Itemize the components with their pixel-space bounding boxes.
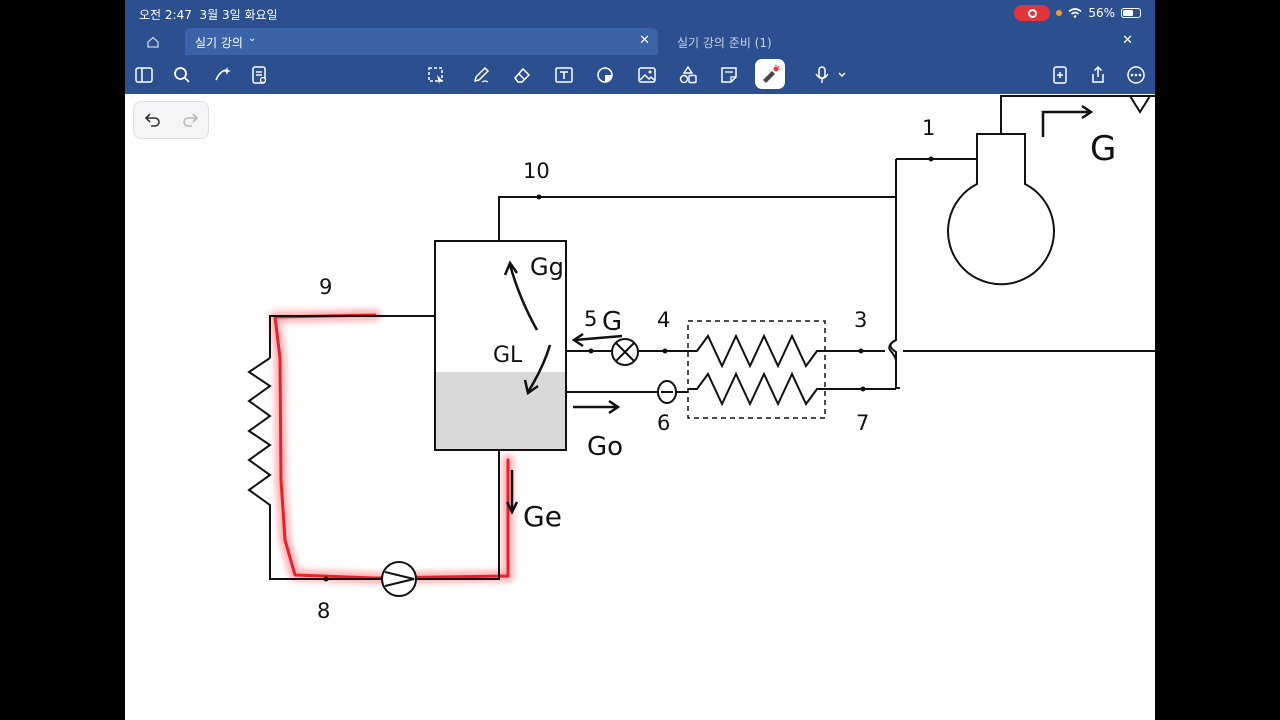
ipad-screen: 오전 2:47 3월 3일 화요일 56% 실기 강의 ⌄ ✕ 실기 강의 준비… <box>125 0 1155 720</box>
check-valve-icon <box>657 380 677 404</box>
label-point-10: 10 <box>523 159 550 183</box>
label-flow-ge: Ge <box>523 500 562 533</box>
add-page-icon[interactable] <box>1047 62 1073 88</box>
tab-lecture-prep[interactable]: 실기 강의 준비 (1) ✕ <box>665 28 1145 55</box>
close-tab-icon[interactable]: ✕ <box>1122 33 1133 48</box>
home-icon[interactable] <box>141 32 165 52</box>
sticky-note-icon[interactable] <box>716 62 742 88</box>
battery-percent: 56% <box>1088 6 1115 20</box>
laser-pointer-icon[interactable] <box>755 59 785 89</box>
mic-in-use-icon <box>1056 10 1063 16</box>
shapes-icon[interactable] <box>592 62 618 88</box>
tab-lecture[interactable]: 실기 강의 ⌄ ✕ <box>185 28 658 55</box>
eraser-icon[interactable] <box>509 62 535 88</box>
compressor-flask <box>947 133 1055 286</box>
undo-icon[interactable] <box>143 110 163 130</box>
tab-bar: 실기 강의 ⌄ ✕ 실기 강의 준비 (1) ✕ <box>125 28 1155 55</box>
label-flow-gl: GL <box>493 343 523 368</box>
wifi-icon <box>1068 8 1082 18</box>
status-time: 오전 2:47 3월 3일 화요일 <box>139 8 278 22</box>
label-point-4: 4 <box>657 308 670 332</box>
more-options-icon[interactable] <box>1123 62 1149 88</box>
node-1 <box>928 156 934 162</box>
share-icon[interactable] <box>1085 62 1111 88</box>
separator-liquid-level <box>436 372 565 449</box>
pipe-liquid-down <box>417 450 500 580</box>
label-flow-g5: G <box>602 307 622 337</box>
expansion-valve-icon <box>611 338 639 366</box>
highlight-path <box>269 309 514 584</box>
arrow-g5 <box>574 334 623 342</box>
tab-lecture-prep-label: 실기 강의 준비 (1) <box>677 36 772 50</box>
node-5 <box>588 348 594 354</box>
label-point-7: 7 <box>856 411 869 435</box>
label-flow-g-top: G <box>1090 129 1116 169</box>
arrow-gg <box>508 264 539 331</box>
node-7 <box>860 386 866 392</box>
toolbar <box>125 55 1155 94</box>
pipe-10 <box>498 196 896 241</box>
node-3 <box>858 348 864 354</box>
label-flow-gg: Gg <box>530 253 564 281</box>
audio-recording-icon[interactable] <box>809 62 853 88</box>
label-flow-go: Go <box>587 432 623 462</box>
pump-icon <box>381 561 417 597</box>
sidebar-icon[interactable] <box>131 62 157 88</box>
status-bar: 오전 2:47 3월 3일 화요일 56% <box>125 0 1155 28</box>
chevron-down-icon[interactable]: ⌄ <box>248 33 257 44</box>
label-point-1: 1 <box>922 116 935 140</box>
screen-recording-icon[interactable] <box>1014 5 1051 21</box>
arrow-gl <box>526 344 552 393</box>
search-icon[interactable] <box>169 62 195 88</box>
node-10 <box>536 194 542 200</box>
refrigeration-diagram: 1 10 9 4 3 6 7 8 5 G Gg GL Go Ge G <box>247 95 1155 623</box>
redo-icon[interactable] <box>180 110 200 130</box>
arrow-g-top <box>1041 110 1090 137</box>
text-box-icon[interactable] <box>551 62 577 88</box>
label-point-8: 8 <box>317 599 330 623</box>
tab-lecture-label: 실기 강의 <box>195 36 243 50</box>
label-point-9: 9 <box>319 275 332 299</box>
elements-icon[interactable] <box>675 62 701 88</box>
image-icon[interactable] <box>634 62 660 88</box>
label-point-3: 3 <box>854 308 867 332</box>
battery-icon <box>1121 8 1141 18</box>
close-tab-icon[interactable]: ✕ <box>639 33 650 48</box>
pipe-9 <box>269 315 435 358</box>
label-point-6: 6 <box>657 411 670 435</box>
node-8 <box>323 576 329 582</box>
node-4 <box>662 348 668 354</box>
pen-icon[interactable] <box>468 62 494 88</box>
document-settings-icon[interactable] <box>246 62 272 88</box>
sparkle-ai-icon[interactable] <box>209 62 235 88</box>
lasso-select-icon[interactable] <box>423 62 449 88</box>
label-point-5: 5 <box>584 307 597 331</box>
undo-redo-control <box>133 101 209 139</box>
